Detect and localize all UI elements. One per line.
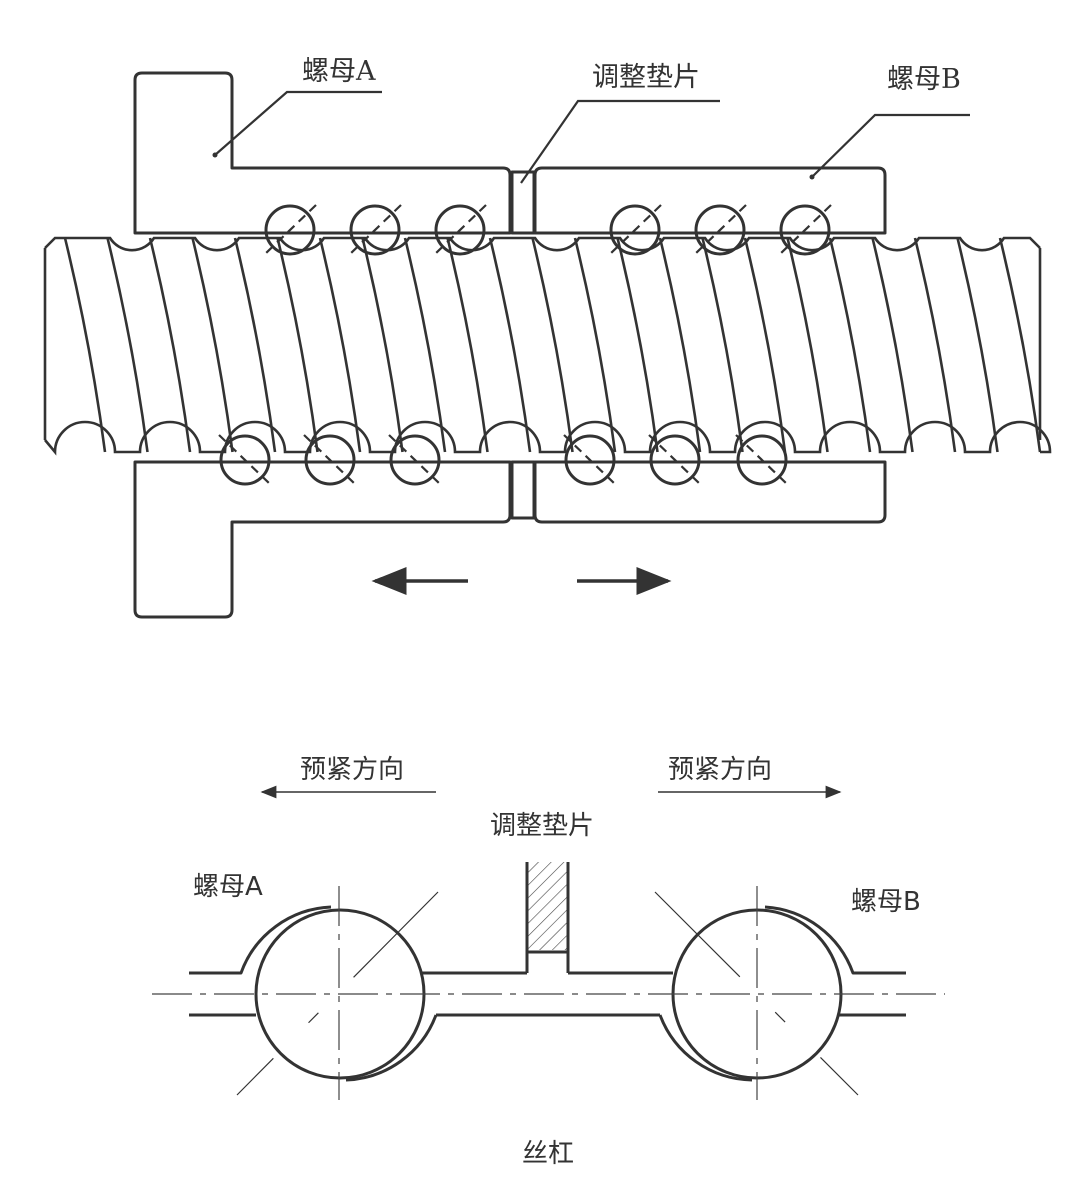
- screw-thread-line: [276, 237, 319, 453]
- ball: [219, 434, 271, 486]
- ball: [779, 204, 831, 256]
- ball: [609, 204, 661, 256]
- ball: [564, 434, 616, 486]
- nut-a-lower: [133, 460, 512, 619]
- ball: [349, 204, 401, 256]
- screw-thread-line: [573, 237, 617, 453]
- screw-thread-line: [786, 237, 829, 453]
- ball: [736, 434, 788, 486]
- screw-bottom-profile: [44, 420, 1052, 456]
- screw-thread-line: [446, 237, 489, 453]
- label-shim-detail: 调整垫片: [490, 811, 594, 841]
- screw-thread-line: [956, 237, 999, 453]
- label-nut-b: 螺母B: [887, 64, 961, 95]
- screw-thread-line: [871, 237, 914, 453]
- screw-thread-line: [658, 237, 702, 453]
- ball: [389, 434, 441, 486]
- ball: [434, 204, 486, 256]
- screw-thread-line: [531, 237, 574, 453]
- label-shim: 调整垫片: [592, 62, 700, 93]
- top-section-view: 螺母A 调整垫片 螺母B: [43, 56, 1052, 619]
- nut-a-raceway-upper: [189, 905, 332, 975]
- ball-contact-line: [348, 204, 402, 256]
- leader-shim: [520, 99, 720, 184]
- ball: [304, 434, 356, 486]
- label-preload-left: 预紧方向: [300, 755, 404, 785]
- screw-thread-line: [828, 237, 872, 453]
- ball: [264, 204, 316, 256]
- shim-lower: [510, 460, 536, 520]
- leader-nut-a: [214, 90, 382, 156]
- label-nut-a-detail: 螺母A: [193, 872, 263, 902]
- ball-contact-line: [563, 434, 617, 486]
- screw-thread-line: [63, 237, 107, 453]
- screw-top-profile: [44, 236, 1041, 252]
- screw-thread-line: [743, 237, 787, 453]
- screw-thread-line: [106, 237, 149, 453]
- ball: [649, 434, 701, 486]
- screw-raceway-a: [345, 1014, 438, 1082]
- ball-contact-line: [693, 204, 747, 256]
- screw-thread-line: [998, 237, 1042, 453]
- ball-contact-line: [388, 434, 442, 486]
- ball-contact-line: [778, 204, 832, 256]
- ball: [694, 204, 746, 256]
- shim-detail: [527, 862, 568, 950]
- ball-contact-line: [433, 204, 487, 256]
- screw-thread-line: [403, 237, 447, 453]
- contact-line-ball-b: [654, 891, 859, 1096]
- nut-b-raceway-upper: [764, 905, 906, 975]
- nut-a-upper: [133, 71, 512, 235]
- screw-thread-line: [701, 237, 744, 453]
- screw-thread-line: [318, 237, 362, 453]
- label-screw: 丝杠: [522, 1139, 574, 1169]
- screw-shaft: [43, 236, 1052, 456]
- leader-dot-nut-b: [809, 174, 815, 180]
- screw-thread-line: [616, 237, 659, 453]
- nut-b-upper: [533, 166, 887, 235]
- ball-contact-line: [648, 434, 702, 486]
- leader-dot-nut-a: [212, 152, 218, 158]
- balls: [218, 204, 832, 486]
- bottom-detail-view: 预紧方向 预紧方向 调整垫片 螺母A 螺母B 丝杠: [152, 755, 945, 1169]
- screw-thread-line: [148, 237, 192, 453]
- screw-thread-line: [913, 237, 957, 453]
- ball-contact-line: [263, 204, 317, 256]
- screw-thread-line: [488, 237, 532, 453]
- label-preload-right: 预紧方向: [668, 755, 772, 785]
- ball-contact-line: [735, 434, 789, 486]
- contact-line-ball-a: [236, 891, 439, 1096]
- label-nut-b-detail: 螺母B: [851, 887, 921, 917]
- screw-thread-line: [191, 237, 234, 453]
- screw-thread-line: [233, 237, 277, 453]
- ball-contact-line: [608, 204, 662, 256]
- ball-contact-line: [218, 434, 272, 486]
- ball-contact-line: [303, 434, 357, 486]
- screw-thread-line: [361, 237, 404, 453]
- screw-raceway-b: [658, 1014, 753, 1082]
- leader-nut-b: [811, 113, 970, 178]
- nut-b-lower: [533, 460, 887, 524]
- label-nut-a: 螺母A: [302, 56, 376, 87]
